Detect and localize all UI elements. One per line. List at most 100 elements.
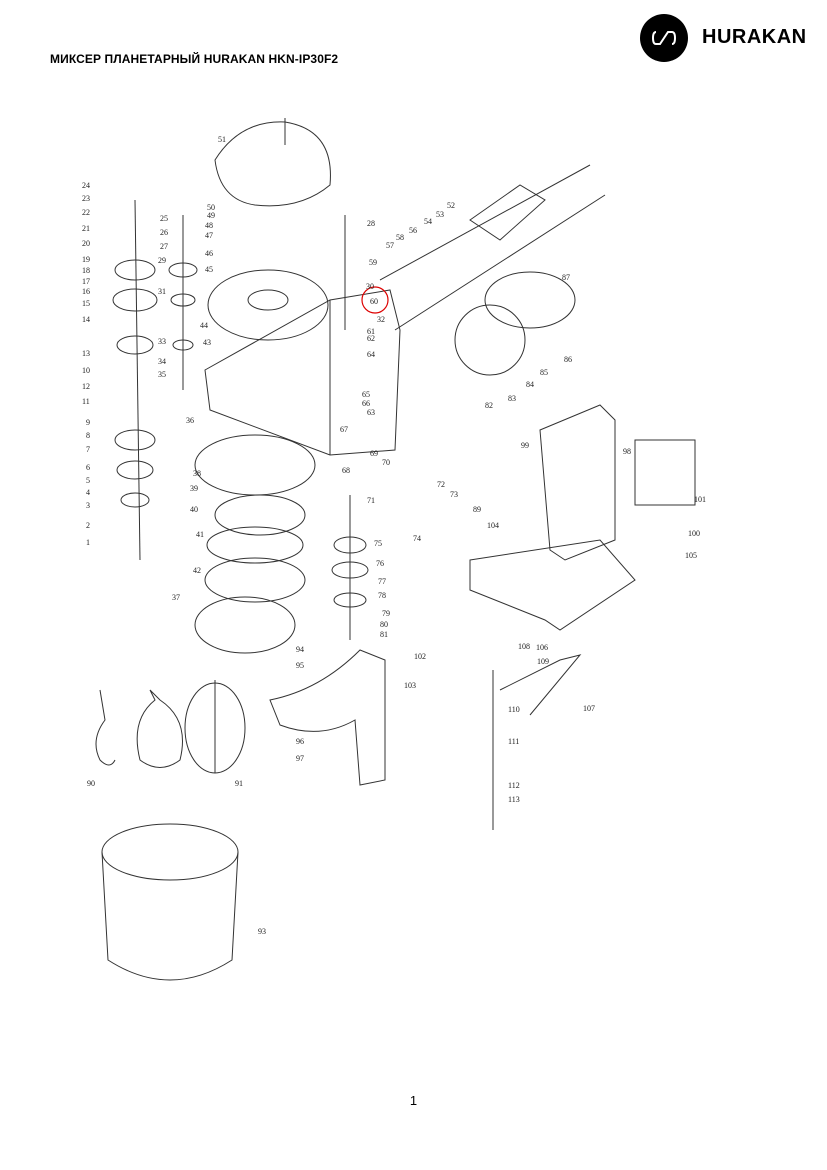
part-label: 109 (537, 657, 549, 666)
capacitor-board (634, 439, 696, 506)
part-label: 105 (685, 551, 697, 560)
fan (454, 304, 526, 376)
part-label: 27 (160, 242, 168, 251)
part-label: 15 (82, 299, 90, 308)
part-label: 80 (380, 620, 388, 629)
part-label: 101 (694, 495, 706, 504)
part-label: 20 (82, 239, 90, 248)
part-label: 6 (86, 463, 90, 472)
part-label: 51 (218, 135, 226, 144)
part-label: 9 (86, 418, 90, 427)
part-label: 25 (160, 214, 168, 223)
part-label: 52 (447, 201, 455, 210)
part-label: 83 (508, 394, 516, 403)
dough-hook (95, 689, 116, 766)
flat-beater (136, 689, 183, 768)
part-label: 103 (404, 681, 416, 690)
part-label: 81 (380, 630, 388, 639)
part-label: 78 (378, 591, 386, 600)
part-label: 73 (450, 490, 458, 499)
part-label: 112 (508, 781, 520, 790)
part-label: 31 (158, 287, 166, 296)
part-label: 4 (86, 488, 90, 497)
top-cover (214, 121, 331, 207)
part-label: 54 (424, 217, 432, 226)
part-label: 28 (367, 219, 375, 228)
part-label: 2 (86, 521, 90, 530)
part-label: 58 (396, 233, 404, 242)
part-label: 40 (190, 505, 198, 514)
part-label: 49 (207, 211, 215, 220)
part-label: 96 (296, 737, 304, 746)
part-label: 108 (518, 642, 530, 651)
part-label: 50 (207, 203, 215, 212)
part-label: 86 (564, 355, 572, 364)
brand-block: HURAKAN (640, 14, 815, 62)
part-label: 48 (205, 221, 213, 230)
part-label: 102 (414, 652, 426, 661)
part-label: 14 (82, 315, 90, 324)
part-label: 43 (203, 338, 211, 347)
part-label: 11 (82, 397, 90, 406)
part-label: 24 (82, 181, 90, 190)
part-label: 5 (86, 476, 90, 485)
part-label: 72 (437, 480, 445, 489)
planetary-inner (247, 289, 289, 311)
part-label: 74 (413, 534, 421, 543)
part-label: 1 (86, 538, 90, 547)
bowl-bracket (269, 649, 386, 786)
part-label: 21 (82, 224, 90, 233)
part-label: 104 (487, 521, 499, 530)
part-label: 46 (205, 249, 213, 258)
page-number: 1 (409, 1093, 418, 1108)
part-label: 3 (86, 501, 90, 510)
part-label: 30 (366, 282, 374, 291)
gearbox-body (204, 289, 401, 456)
part-label: 13 (82, 349, 90, 358)
part-label: 44 (200, 321, 208, 330)
stand-base (469, 539, 636, 631)
ring-gear (194, 434, 316, 496)
part-label: 18 (82, 266, 90, 275)
part-label: 56 (409, 226, 417, 235)
part-label: 59 (369, 258, 377, 267)
part-label: 10 (82, 366, 90, 375)
part-label: 34 (158, 357, 166, 366)
part-label: 98 (623, 447, 631, 456)
part-label: 16 (82, 287, 90, 296)
part-label: 32 (377, 315, 385, 324)
part-label: 36 (186, 416, 194, 425)
part-label: 23 (82, 194, 90, 203)
part-label: 71 (367, 496, 375, 505)
part-label: 70 (382, 458, 390, 467)
part-label: 66 (362, 399, 370, 408)
part-label: 89 (473, 505, 481, 514)
part-label: 99 (521, 441, 529, 450)
part-label: 57 (386, 241, 394, 250)
part-label: 53 (436, 210, 444, 219)
part-label: 17 (82, 277, 90, 286)
part-label: 82 (485, 401, 493, 410)
part-label: 75 (374, 539, 382, 548)
hurakan-logo-icon (640, 14, 688, 62)
part-label: 97 (296, 754, 304, 763)
part-label: 68 (342, 466, 350, 475)
part-label: 7 (86, 445, 90, 454)
part-label: 60 (370, 297, 378, 306)
part-label: 91 (235, 779, 243, 788)
mixing-bowl (101, 823, 239, 881)
part-label: 113 (508, 795, 520, 804)
part-label: 29 (158, 256, 166, 265)
left-shaft (134, 199, 141, 561)
planetary-housing (207, 269, 329, 341)
part-label: 79 (382, 609, 390, 618)
part-label: 65 (362, 390, 370, 399)
part-label: 45 (205, 265, 213, 274)
highlight-ring (361, 286, 389, 314)
part-label: 84 (526, 380, 534, 389)
brand-name: HURAKAN (702, 26, 807, 48)
part-label: 62 (367, 334, 375, 343)
part-label: 8 (86, 431, 90, 440)
part-label: 77 (378, 577, 386, 586)
